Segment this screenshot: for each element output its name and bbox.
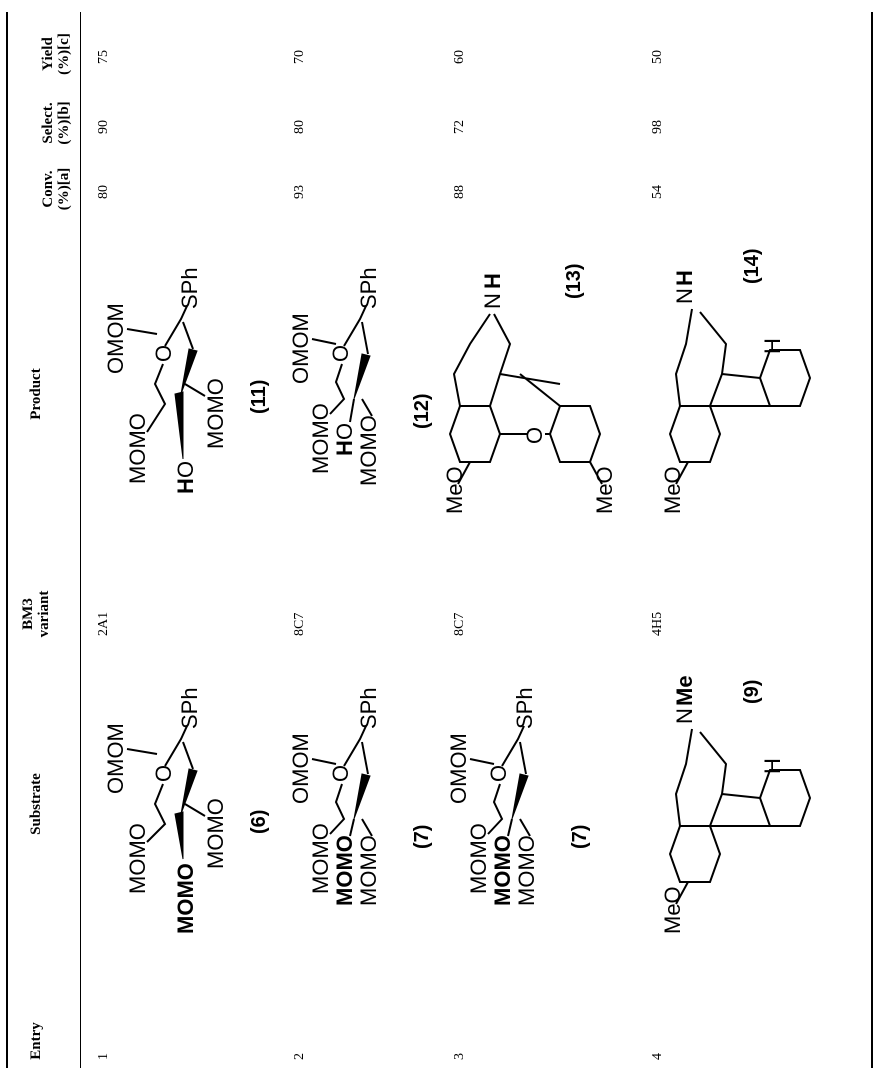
header-entry: Entry [28,1022,44,1060]
svg-text:MOMO: MOMO [332,835,357,906]
svg-text:Me: Me [672,675,697,706]
svg-text:(12): (12) [411,393,433,429]
svg-text:H: H [672,270,697,286]
header-select: Select. (%)[b] [40,101,72,145]
svg-text:O: O [151,765,176,782]
svg-text:MOMO: MOMO [490,835,515,906]
svg-text:SPh: SPh [177,687,202,729]
substrate-7-repeat-structure: MOMO OMOM O SPh MOMO MOMO (7) [446,687,591,906]
svg-text:H: H [332,440,357,456]
product-12-structure: MOMO OMOM O SPh H O MOMO (12) [288,267,433,486]
header-product: Product [28,368,44,420]
svg-text:H: H [480,273,505,289]
svg-text:H: H [760,338,785,354]
conv-cell: 93 [292,185,307,199]
svg-text:MOMO: MOMO [203,378,228,449]
svg-text:OMOM: OMOM [103,303,128,374]
svg-text:SPh: SPh [356,267,381,309]
svg-text:N: N [480,293,505,309]
svg-text:MOMO: MOMO [514,835,539,906]
bm3-cell: 4H5 [650,611,665,636]
header-yield: Yield (%)[c] [40,33,72,75]
entry-cell: 2 [292,1053,307,1060]
svg-text:MOMO: MOMO [356,835,381,906]
svg-text:O: O [522,427,547,444]
svg-text:SPh: SPh [512,687,537,729]
substrate-7-structure: MOMO OMOM O SPh MOMO MOMO (7) [288,687,433,906]
svg-text:O: O [151,345,176,362]
header-rule [80,12,81,1068]
bm3-cell: 8C7 [292,612,307,636]
bm3-cell: 8C7 [452,612,467,636]
yield-cell: 50 [650,50,665,64]
svg-text:MOMO: MOMO [203,798,228,869]
svg-text:SPh: SPh [356,687,381,729]
svg-text:N: N [672,288,697,304]
entry-cell: 4 [650,1053,665,1060]
svg-text:(11): (11) [248,380,270,414]
conv-cell: 54 [650,185,665,199]
svg-text:(7): (7) [569,825,591,849]
svg-text:SPh: SPh [177,267,202,309]
select-cell: 98 [650,120,665,134]
product-14-structure: MeO N H H (14) [660,248,812,514]
header-conv: Conv. (%)[a] [40,167,72,211]
substrate-6-structure: MOMO OMOM O SPh MOMO MOMO (6) [103,687,270,934]
svg-text:O: O [486,765,511,782]
svg-text:O: O [173,461,198,478]
conv-cell: 80 [96,185,111,199]
select-cell: 72 [452,120,467,134]
yield-cell: 60 [452,50,467,64]
entry-cell: 3 [452,1053,467,1060]
svg-text:OMOM: OMOM [288,313,313,384]
conv-cell: 88 [452,185,467,199]
svg-text:OMOM: OMOM [103,723,128,794]
svg-text:(6): (6) [248,810,270,834]
svg-text:MOMO: MOMO [356,415,381,486]
select-cell: 80 [292,120,307,134]
svg-text:N: N [672,708,697,724]
entry-cell: 1 [96,1053,111,1060]
svg-text:OMOM: OMOM [288,733,313,804]
svg-text:(9): (9) [741,680,763,704]
bm3-cell: 2A1 [96,611,111,636]
svg-text:MOMO: MOMO [173,863,198,934]
svg-text:(14): (14) [741,248,763,284]
product-11-structure: MOMO OMOM O SPh H O MOMO (11) [103,267,270,494]
top-rule [6,12,8,1068]
svg-text:MOMO: MOMO [466,823,491,894]
svg-text:MOMO: MOMO [125,823,150,894]
svg-text:H: H [173,478,198,494]
svg-text:MOMO: MOMO [308,823,333,894]
yield-cell: 75 [96,50,111,64]
svg-text:H: H [760,758,785,774]
svg-text:(13): (13) [563,263,585,299]
svg-text:OMOM: OMOM [446,733,471,804]
svg-text:O: O [328,345,353,362]
yield-cell: 70 [292,50,307,64]
substrate-9-structure: MeO N Me H (9) [660,675,812,934]
product-13-structure: MeO MeO O N H (13) [442,263,617,514]
header-substrate: Substrate [28,773,44,835]
header-bm3-variant: BM3 variant [20,590,52,638]
svg-text:(7): (7) [411,825,433,849]
svg-text:MOMO: MOMO [308,403,333,474]
select-cell: 90 [96,120,111,134]
bottom-rule [871,12,873,1068]
svg-text:O: O [332,423,357,440]
svg-text:O: O [328,765,353,782]
svg-text:MOMO: MOMO [125,413,150,484]
